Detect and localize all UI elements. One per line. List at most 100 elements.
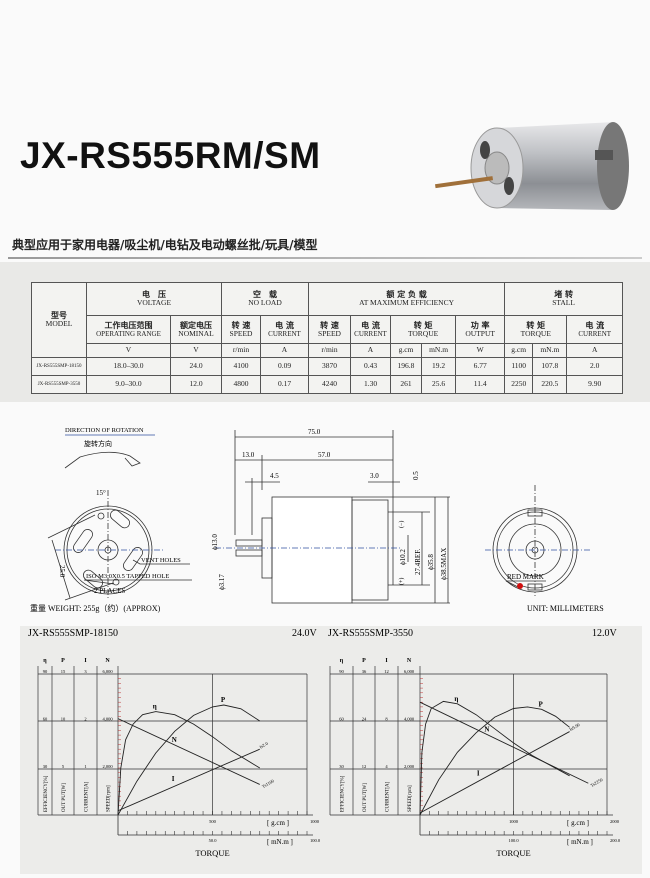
direction-label: DIRECTION OF ROTATION <box>65 427 144 434</box>
axis-symbol: N <box>105 658 110 664</box>
axis-tick-label: 4,000 <box>404 717 415 723</box>
divider <box>8 257 642 259</box>
axis-symbol: P <box>362 658 366 664</box>
axis-symbol: I <box>84 658 87 664</box>
value-cell: 25.6 <box>420 375 457 394</box>
dim-shaft-dia: ϕ3.17 <box>218 574 226 590</box>
value-cell: 1100 <box>504 357 534 376</box>
unit-cell: mN.m <box>532 343 568 358</box>
chart-title: JX-RS555SMP-3550 <box>328 628 413 639</box>
curve-label: N <box>484 726 489 734</box>
axis-tick-label: 6,000 <box>404 669 415 675</box>
curve-speed <box>419 701 589 784</box>
unit-cell: V <box>86 343 171 358</box>
axis-tick-label: 4 <box>385 764 388 769</box>
x-unit-label: [ g.cm ] <box>267 819 289 827</box>
curve-current <box>419 731 570 814</box>
axis-label: EFFICIENCY[%] <box>341 775 346 812</box>
curve-eta <box>419 700 570 816</box>
axis-symbol: I <box>385 658 388 664</box>
unit-cell: r/min <box>308 343 351 358</box>
model-cell: JX-RS555SMP-3550 <box>31 375 87 394</box>
pcd-label: 25.0 <box>58 565 66 578</box>
unit-cell: V <box>170 343 222 358</box>
unit-cell: A <box>350 343 391 358</box>
axis-tick-label: 90 <box>339 669 344 674</box>
dim-max: ϕ38.5MAX <box>440 548 448 580</box>
places-label: 2 PLACES <box>94 587 125 595</box>
value-cell: 0.43 <box>350 357 391 376</box>
value-cell: 2.0 <box>566 357 623 376</box>
unit-cell: r/min <box>221 343 261 358</box>
axis-symbol: η <box>340 658 344 664</box>
value-cell: 9.90 <box>566 375 623 394</box>
axis-symbol: η <box>43 658 47 664</box>
axis-tick-label: 2,000 <box>404 764 415 770</box>
value-cell: 4800 <box>221 375 261 394</box>
dim-boss-dia: ϕ13.0 <box>211 534 219 550</box>
axis-tick-label: 6,000 <box>102 669 113 675</box>
dimension-drawings: DIRECTION OF ROTATION 旋转方向 15° 25.0 VENT… <box>30 427 604 613</box>
tapped-hole-leader <box>83 579 192 585</box>
chart-title: JX-RS555SMP-18150 <box>28 628 118 639</box>
dim-terminal: 3.0 <box>370 472 379 480</box>
x-tick-label: 200.0 <box>610 838 621 843</box>
x-unit-label: [ mN.m ] <box>567 838 593 846</box>
value-cell: 3870 <box>308 357 351 376</box>
value-cell: 196.8 <box>390 357 422 376</box>
x-axis-title: TORQUE <box>195 848 229 858</box>
x-tick-label: 100.0 <box>508 838 519 843</box>
value-cell: 2250 <box>504 375 534 394</box>
red-mark-leader <box>505 580 546 588</box>
unit-cell: W <box>455 343 506 358</box>
value-cell: 4100 <box>221 357 261 376</box>
value-cell: 9.0–30.0 <box>86 375 171 394</box>
curve-power <box>419 706 570 816</box>
vent-holes-label: VENT HOLES <box>141 557 181 564</box>
axis-symbol: N <box>407 658 412 664</box>
axis-label: SPEED[rpm] <box>408 785 413 812</box>
value-cell: 0.09 <box>260 357 309 376</box>
axis-tick-label: 4,000 <box>102 717 113 723</box>
model-cell: JX-RS555SMP-18150 <box>31 357 87 376</box>
value-cell: 220.5 <box>532 375 568 394</box>
x-tick-label: 500 <box>209 819 217 824</box>
value-cell: 107.8 <box>532 357 568 376</box>
dim-boss: 4.5 <box>270 472 279 480</box>
unit-cell: mN.m <box>420 343 457 358</box>
axis-symbol: P <box>61 658 65 664</box>
rotation-arrow-icon <box>64 451 141 469</box>
end-label: Ts1100 <box>261 778 275 789</box>
curve-label: P <box>221 696 226 704</box>
curve-power <box>117 704 261 816</box>
voltage-label: 12.0V <box>592 628 618 639</box>
unit-cell: A <box>566 343 623 358</box>
curve-eta <box>117 711 261 816</box>
curve-label: η <box>153 703 157 711</box>
curve-label: P <box>539 700 544 708</box>
axis-tick-label: 24 <box>362 717 367 722</box>
direction-label-cn: 旋转方向 <box>84 439 112 448</box>
axis-tick-label: 15 <box>61 669 66 674</box>
angle-label: 15° <box>96 489 106 497</box>
x-unit-label: [ mN.m ] <box>267 838 293 846</box>
value-cell: 6.77 <box>455 357 506 376</box>
dim-body: 57.0 <box>318 451 331 459</box>
axis-tick-label: 2,000 <box>102 764 113 770</box>
end-label: Ts2250 <box>590 777 605 788</box>
curve-label: I <box>477 769 480 777</box>
dim-05: 0.5 <box>412 471 420 480</box>
x-tick-label: 1000 <box>509 819 519 824</box>
axis-label: OUT PUT[W] <box>363 783 368 812</box>
weight-label: 重量 WEIGHT: 255g（约）(APPROX) <box>30 603 161 613</box>
end-label: Is9.90 <box>568 722 581 732</box>
